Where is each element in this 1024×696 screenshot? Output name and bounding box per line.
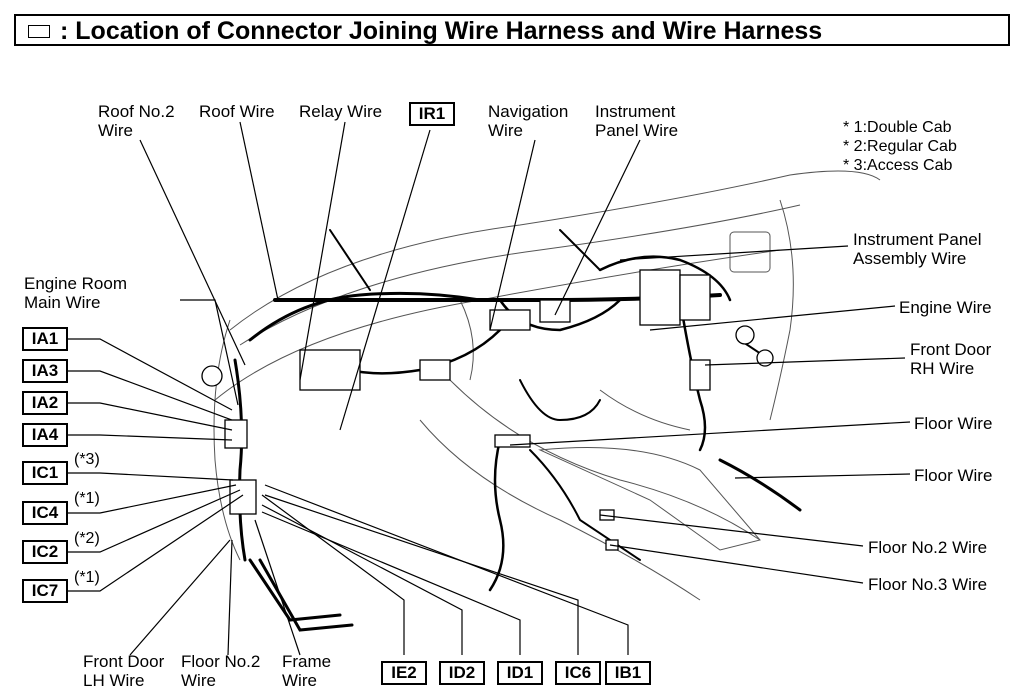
connector-ic4: IC4: [22, 501, 68, 525]
label-roof-wire: Roof Wire: [199, 102, 275, 121]
connector-ic2: IC2: [22, 540, 68, 564]
wire-harness-bundles: [233, 229, 802, 632]
note-ic1: (*3): [74, 451, 100, 468]
label-instrument-panel-assembly-wire: Instrument Panel Assembly Wire: [853, 230, 982, 268]
label-floor-no2-wire-bottom: Floor No.2 Wire: [181, 652, 261, 690]
label-floor-wire-upper: Floor Wire: [914, 414, 993, 433]
label-frame-wire: Frame Wire: [282, 652, 332, 690]
note-double-cab: * 1:Double Cab: [843, 119, 952, 136]
label-navigation-wire: Navigation Wire: [488, 102, 569, 140]
label-relay-wire: Relay Wire: [299, 102, 383, 121]
connector-ic1: IC1: [22, 461, 68, 485]
leader-lines: [68, 121, 911, 656]
connector-ia1: IA1: [22, 327, 68, 351]
note-ic2: (*2): [74, 530, 100, 547]
connector-ib1: IB1: [605, 661, 651, 685]
connector-ic6: IC6: [555, 661, 601, 685]
label-floor-no2-wire-right: Floor No.2 Wire: [868, 538, 988, 557]
note-ic4: (*1): [74, 490, 100, 507]
note-ic7: (*1): [74, 569, 100, 586]
label-floor-no3-wire: Floor No.3 Wire: [868, 575, 988, 594]
connector-ie2: IE2: [381, 661, 427, 685]
label-roof-no2-wire: Roof No.2 Wire: [98, 102, 175, 140]
page-title: : Location of Connector Joining Wire Har…: [60, 17, 823, 45]
label-front-door-rh-wire: Front Door RH Wire: [910, 340, 992, 378]
connector-box-icon: [28, 25, 50, 38]
label-engine-room-main-wire: Engine Room Main Wire: [24, 274, 128, 312]
label-instrument-panel-wire: Instrument Panel Wire: [595, 102, 679, 140]
connector-ia4: IA4: [22, 423, 68, 447]
note-access-cab: * 3:Access Cab: [843, 157, 953, 174]
label-floor-wire-lower: Floor Wire: [914, 466, 993, 485]
title-bar: : Location of Connector Joining Wire Har…: [14, 14, 1010, 46]
connector-id2: ID2: [439, 661, 485, 685]
note-regular-cab: * 2:Regular Cab: [843, 138, 957, 155]
connector-ir1: IR1: [409, 102, 455, 126]
connector-ia3: IA3: [22, 359, 68, 383]
connector-id1: ID1: [497, 661, 543, 685]
connector-ic7: IC7: [22, 579, 68, 603]
label-engine-wire: Engine Wire: [899, 298, 992, 317]
connector-blocks: [201, 269, 774, 551]
label-front-door-lh-wire: Front Door LH Wire: [83, 652, 165, 690]
connector-ia2: IA2: [22, 391, 68, 415]
